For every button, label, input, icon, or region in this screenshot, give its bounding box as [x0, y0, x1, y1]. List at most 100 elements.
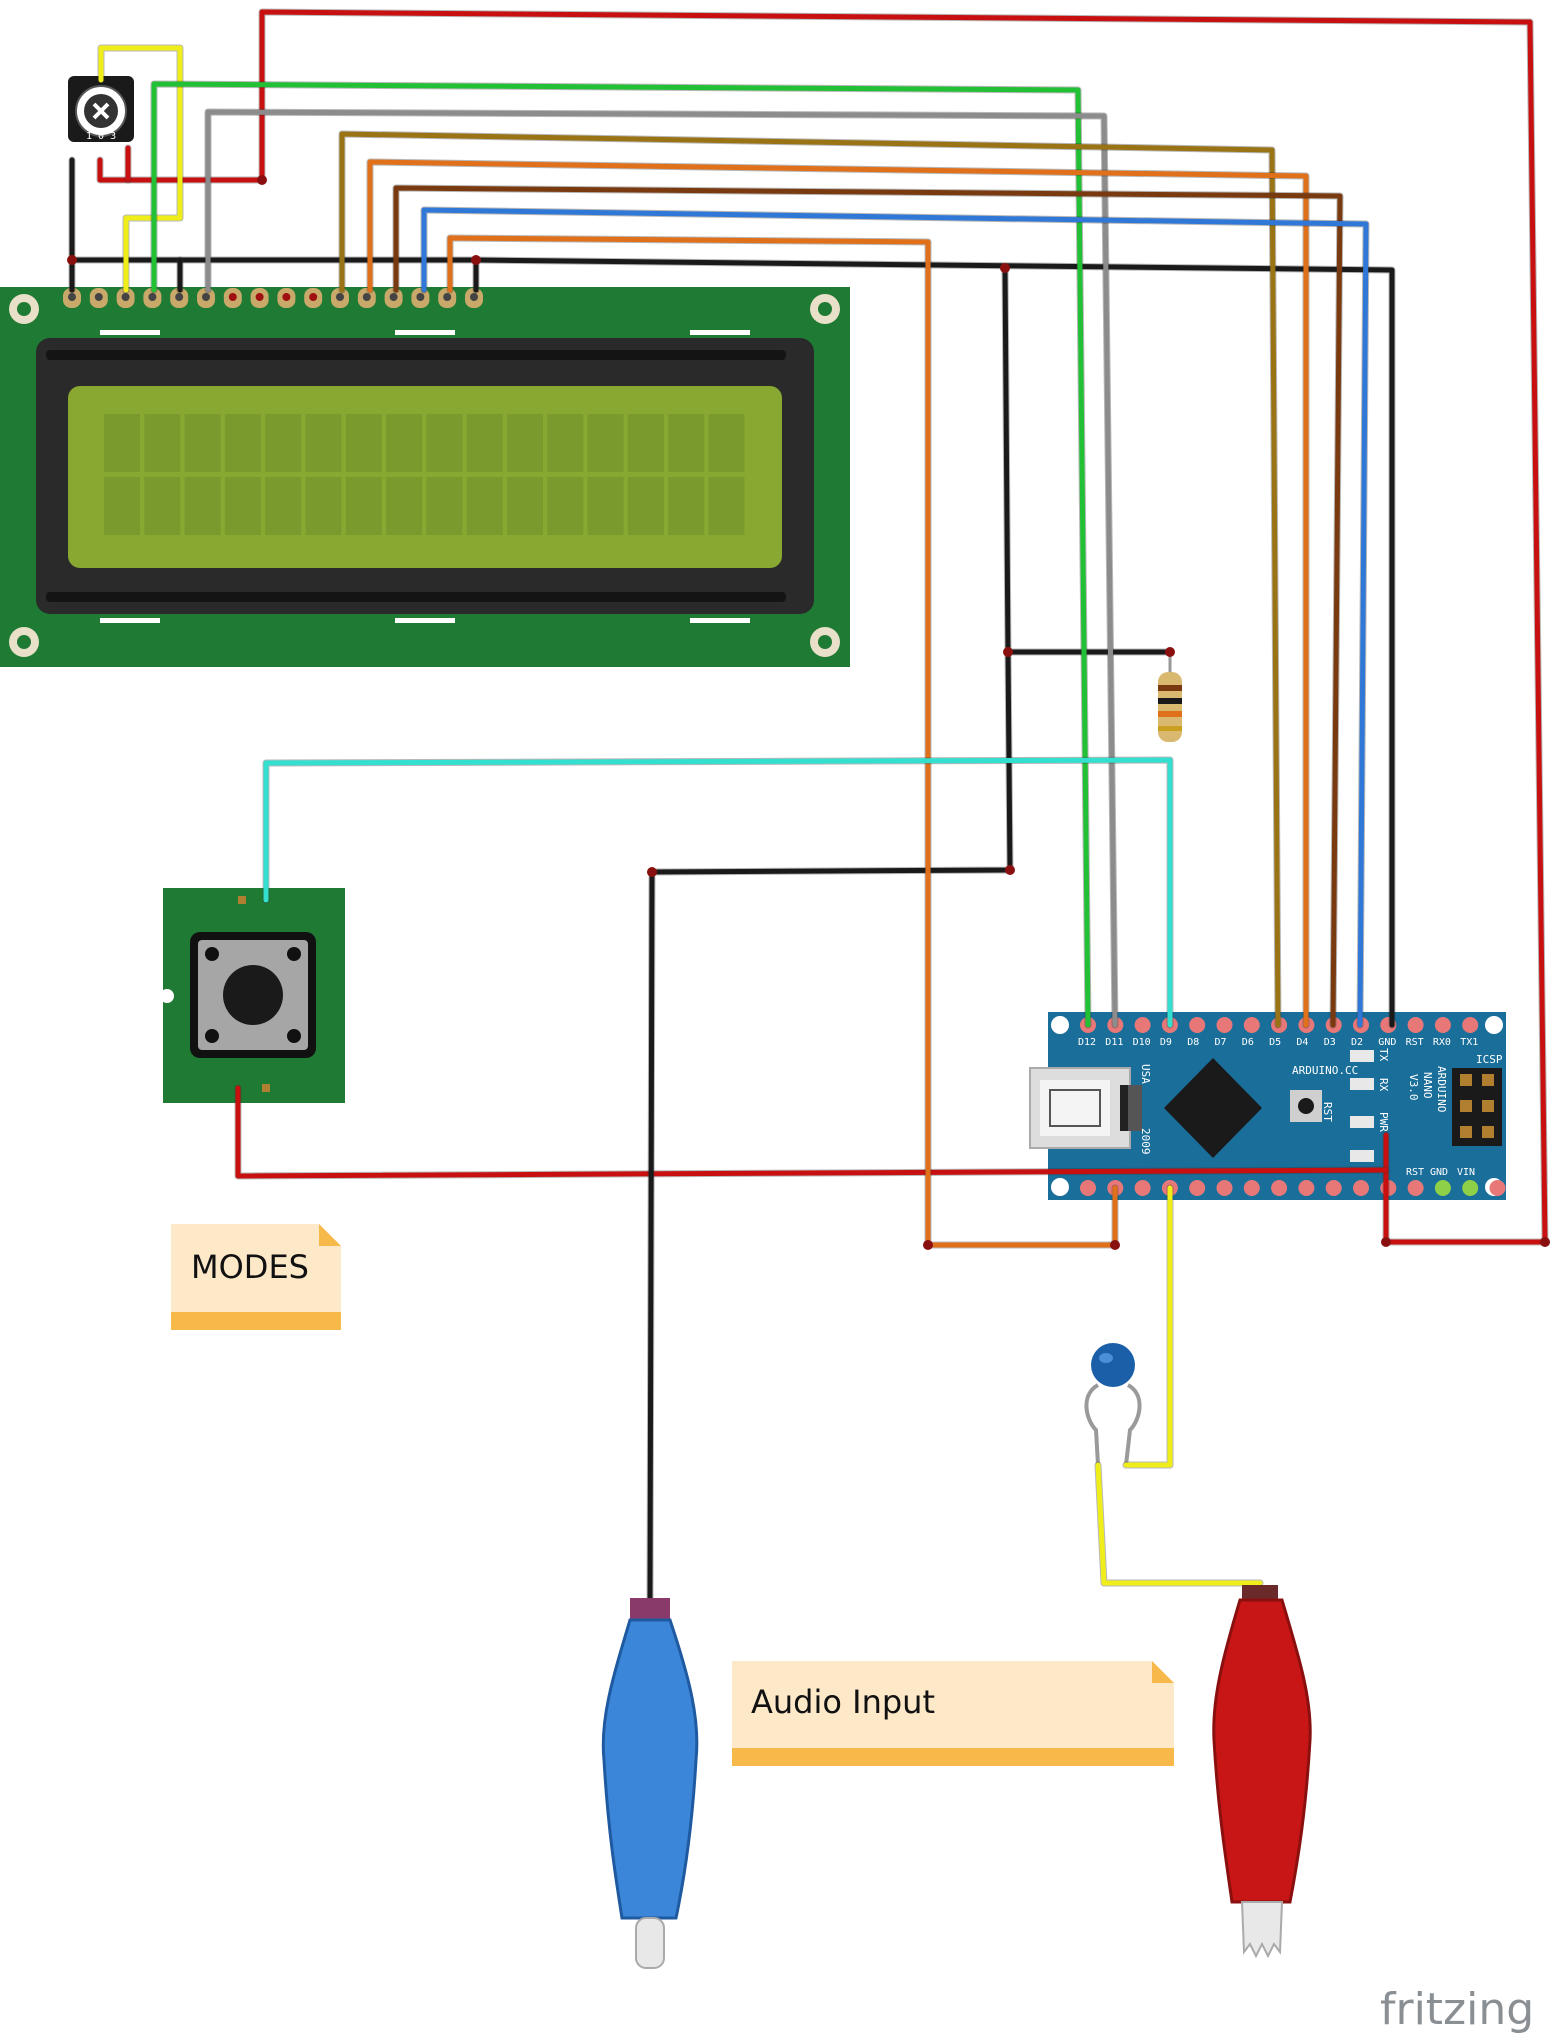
wire-black [647, 649, 1013, 1601]
nano-pin-label: D6 [1242, 1037, 1254, 1048]
nano-pin [1216, 1017, 1233, 1033]
nano-pin [1080, 1180, 1096, 1196]
lcd-char-cell [426, 414, 463, 472]
nano-pin [1298, 1180, 1315, 1196]
wire-blue [421, 207, 1369, 1028]
lcd-pin-hole [94, 293, 103, 301]
nano-pin-label: D11 [1105, 1037, 1123, 1048]
wire-brown [393, 185, 1343, 1028]
lcd-pin-hole [68, 293, 76, 301]
nano-pin [1353, 1180, 1369, 1196]
lcd-character-grid [104, 414, 745, 535]
alligator-clip-red [1212, 1585, 1312, 1959]
lcd-char-cell [547, 477, 584, 535]
wire-joint [67, 255, 77, 265]
wire-black [69, 257, 479, 293]
nano-pin [1462, 1017, 1479, 1033]
lcd-char-cell [466, 477, 503, 535]
wire-joint [471, 255, 481, 265]
potentiometer: 1 0 3 [68, 76, 134, 142]
nano-pin [1134, 1017, 1151, 1033]
lcd-header-pins [63, 288, 483, 308]
nano-pin [1243, 1180, 1260, 1196]
lcd-char-cell [224, 414, 261, 472]
lcd-char-cell [184, 414, 221, 472]
wire-joint [647, 867, 657, 877]
lcd-char-cell [587, 414, 624, 472]
wire-joint [1381, 1237, 1391, 1247]
svg-text:1 0 3: 1 0 3 [86, 131, 116, 142]
note-audio-input: Audio Input [732, 1661, 1174, 1766]
wire-joint [1005, 865, 1015, 875]
lcd-char-cell [547, 414, 584, 472]
note-audio-input-text: Audio Input [751, 1683, 935, 1721]
lcd-pin-hole [255, 293, 264, 301]
wire-yellow [1123, 1185, 1173, 1468]
nano-led-tx: TX [1377, 1048, 1390, 1062]
nano-bottom-pin-gnd: GND [1430, 1167, 1448, 1178]
nano-year-label: 2009 [1139, 1128, 1152, 1155]
wire-black [1002, 265, 1173, 655]
icsp-header [1452, 1068, 1502, 1146]
nano-rst-label: RST [1321, 1102, 1334, 1122]
wire-orange [367, 159, 1309, 1028]
nano-pin-label: D8 [1187, 1037, 1199, 1048]
resistor [1158, 655, 1182, 742]
lcd-char-cell [466, 414, 503, 472]
nano-usa-label: USA [1139, 1064, 1152, 1084]
nano-pin [1434, 1017, 1451, 1033]
lcd-pin-hole [362, 293, 371, 301]
nano-board-name-3: V3.0 [1407, 1074, 1420, 1101]
nano-pin [1407, 1180, 1424, 1196]
nano-board-name-2: NANO [1421, 1072, 1434, 1099]
nano-maker-label: ARDUINO.CC [1292, 1064, 1358, 1077]
wire-yellow-outline [1094, 1461, 1264, 1587]
wire-red [235, 1085, 1389, 1179]
note-modes: MODES [171, 1224, 341, 1330]
nano-pin [1189, 1180, 1206, 1196]
lcd-char-cell [305, 414, 342, 472]
wire-cyan [263, 757, 1173, 1028]
alligator-clip-black [601, 1598, 699, 1969]
lcd-char-cell [386, 414, 423, 472]
nano-bottom-pin-rst: RST [1406, 1167, 1424, 1178]
nano-pin-label: GND [1378, 1037, 1396, 1048]
wire-yellow [1095, 1462, 1263, 1586]
wire-yellow-outline [1122, 1184, 1174, 1469]
lcd-char-cell [507, 477, 543, 535]
lcd-char-cell [627, 477, 664, 535]
wire-joint [257, 175, 267, 185]
lcd-pin-hole [309, 293, 318, 301]
usb-connector [1029, 1067, 1131, 1149]
lcd-char-cell [708, 414, 745, 472]
lcd-pin-hole [202, 293, 210, 301]
wire-joint [1003, 647, 1013, 657]
nano-board-name-1: ARDUINO [1435, 1066, 1448, 1112]
lcd-pin-hole [148, 293, 157, 301]
lcd-char-cell [265, 477, 302, 535]
push-button-module [160, 888, 345, 1103]
nano-pin-label: D9 [1160, 1037, 1172, 1048]
nano-pin [1243, 1017, 1260, 1033]
wire-cyan-outline [262, 756, 1174, 1029]
wire-orange [447, 235, 1118, 1248]
nano-pin-label: D5 [1269, 1037, 1281, 1048]
nano-led-pwr: PWR [1377, 1112, 1390, 1132]
wire-green [151, 81, 1091, 1028]
wire-black-outline [68, 256, 480, 294]
lcd-pin-hole [470, 293, 478, 301]
lcd-pin-hole [228, 293, 237, 301]
lcd-char-cell [224, 477, 261, 535]
lcd-char-cell [104, 414, 140, 472]
nano-pin-label: D12 [1078, 1037, 1096, 1048]
lcd-pin-hole [443, 293, 452, 301]
wire-joint [923, 1240, 933, 1250]
wire-yellow [98, 45, 183, 293]
wire-joint [1110, 1240, 1120, 1250]
wire-black [473, 257, 1395, 1028]
lcd-char-cell [345, 414, 382, 472]
nano-pin-label: TX1 [1460, 1037, 1478, 1048]
lcd-char-cell [668, 414, 705, 472]
nano-pin [1271, 1180, 1288, 1196]
